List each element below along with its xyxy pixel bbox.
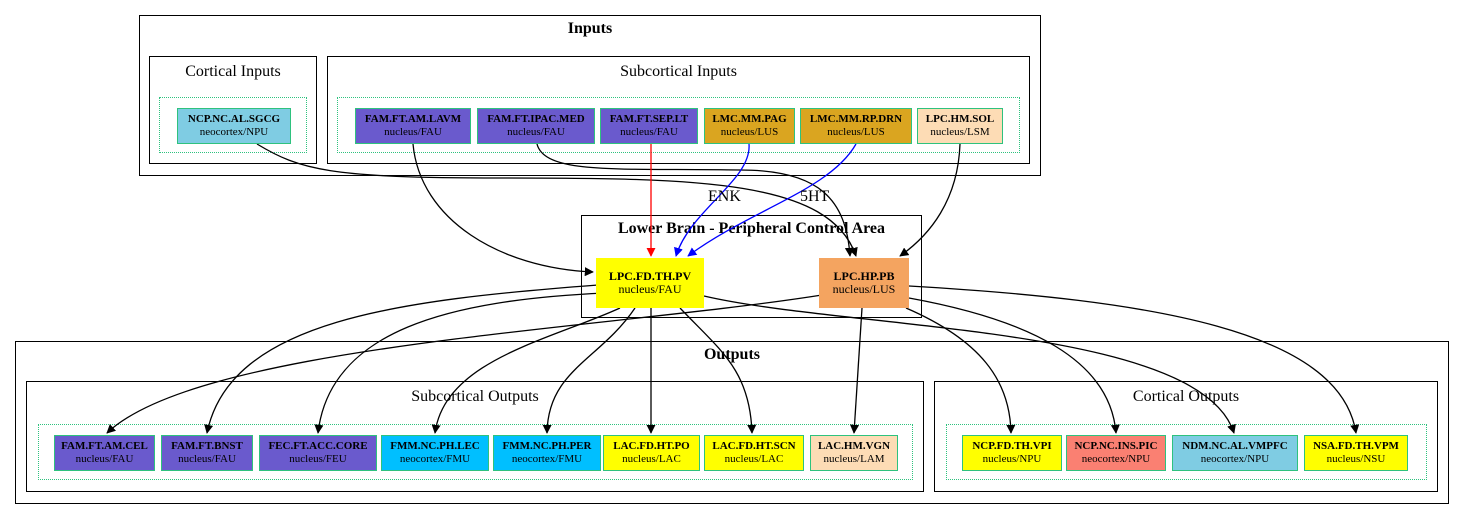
node-name: FMM.NC.PH.PER	[502, 440, 592, 452]
cortical-outputs-title: Cortical Outputs	[1132, 388, 1240, 405]
node-name: FEC.FT.ACC.CORE	[268, 440, 368, 452]
node-name: NCP.FD.TH.VPI	[972, 440, 1052, 452]
node-type: neocortex/FMU	[399, 453, 471, 465]
edge-label-5ht: 5HT	[800, 188, 830, 205]
node-type: nucleus/FAU	[507, 126, 565, 138]
node-type: nucleus/FAU	[384, 126, 442, 138]
node-type: neocortex/FMU	[511, 453, 583, 465]
node-name: NCP.NC.INS.PIC	[1074, 440, 1158, 452]
subcortical-outputs-title: Subcortical Outputs	[411, 388, 539, 405]
edge-label-enk: ENK	[708, 188, 741, 205]
cortical-inputs-cluster: Cortical Inputs	[149, 56, 317, 164]
cortical-inputs-group	[159, 97, 307, 153]
node-type: neocortex/NPU	[1200, 453, 1270, 465]
node-name: NDM.NC.AL.VMPFC	[1182, 440, 1288, 452]
node-type: nucleus/FAU	[178, 453, 236, 465]
node-name: LPC.FD.TH.PV	[608, 269, 692, 283]
node-type: nucleus/LSM	[930, 126, 990, 138]
node-type: nucleus/LUS	[827, 126, 885, 138]
node-type: neocortex/NPU	[1081, 453, 1151, 465]
node-type: neocortex/NPU	[199, 126, 269, 138]
node-name: FAM.FT.AM.CEL	[61, 440, 148, 452]
node-type: nucleus/LAM	[823, 453, 885, 465]
node-type: nucleus/NPU	[982, 453, 1042, 465]
node-name: FAM.FT.AM.LAVM	[364, 113, 462, 125]
node-type: nucleus/LUS	[720, 126, 779, 138]
outputs-cluster-title: Outputs	[703, 346, 761, 363]
subcortical-inputs-title: Subcortical Inputs	[620, 63, 737, 80]
node-name: LPC.HM.SOL	[925, 113, 995, 125]
center-cluster-title: Lower Brain - Peripheral Control Area	[617, 220, 886, 237]
node-name: NSA.FD.TH.VPM	[1313, 440, 1399, 452]
node-type: nucleus/LUS	[832, 282, 896, 296]
node-type: nucleus/FEU	[289, 453, 347, 465]
cortical-inputs-title: Cortical Inputs	[185, 63, 281, 80]
inputs-cluster-title: Inputs	[567, 20, 613, 37]
node-name: FAM.FT.BNST	[171, 440, 243, 452]
node-name: FAM.FT.IPAC.MED	[487, 113, 585, 125]
node-name: LAC.FD.HT.PO	[613, 440, 690, 452]
node-name: LPC.HP.PB	[833, 269, 895, 283]
node-name: LMC.MM.PAG	[712, 113, 787, 125]
node-type: nucleus/FAU	[620, 126, 678, 138]
node-type: nucleus/FAU	[75, 453, 134, 465]
node-name: NCP.NC.AL.SGCG	[187, 113, 281, 125]
node-type: nucleus/FAU	[618, 282, 682, 296]
node-type: nucleus/NSU	[1326, 453, 1386, 465]
node-type: nucleus/LAC	[724, 453, 784, 465]
node-name: LMC.MM.RP.DRN	[809, 113, 903, 125]
node-type: nucleus/LAC	[622, 453, 681, 465]
node-name: LAC.HM.VGN	[817, 440, 891, 452]
node-name: LAC.FD.HT.SCN	[712, 440, 796, 452]
node-name: FAM.FT.SEP.LT	[609, 113, 689, 125]
node-name: FMM.NC.PH.LEC	[390, 440, 480, 452]
